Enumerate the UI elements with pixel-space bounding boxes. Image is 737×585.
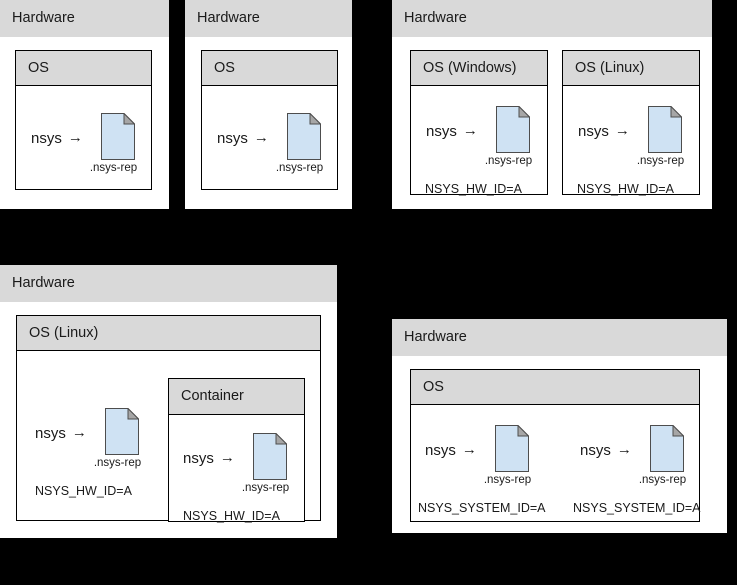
hardware-title: Hardware <box>392 319 727 356</box>
nsys-command-label: nsys <box>425 442 456 459</box>
env-var-label: NSYS_SYSTEM_ID=A <box>418 501 546 515</box>
file-extension-label: .nsys-rep <box>275 162 324 174</box>
os-box: OS nsys → .nsys-rep <box>201 49 338 190</box>
hardware-panel-5: Hardware OS nsys → .nsys-rep <box>392 319 727 533</box>
file-extension-label: .nsys-rep <box>483 474 532 486</box>
file-extension-label: .nsys-rep <box>89 162 138 174</box>
hardware-panel-3: Hardware OS (Windows) nsys → .n <box>392 0 712 209</box>
nsys-process: nsys → .nsys-rep <box>578 105 685 167</box>
file-extension-label: .nsys-rep <box>241 481 290 494</box>
nsys-process: nsys → .nsys-rep <box>217 112 324 174</box>
os-box: OS nsys → .nsys-rep NS <box>410 368 701 522</box>
file-extension-label: .nsys-rep <box>638 474 687 486</box>
report-file-group: .nsys-rep <box>636 105 685 167</box>
nsys-command-label: nsys <box>31 130 62 147</box>
arrow-right-icon: → <box>461 441 477 458</box>
arrow-right-icon: → <box>253 129 269 146</box>
document-file-icon <box>101 112 136 160</box>
env-var-label: NSYS_HW_ID=A <box>183 508 280 523</box>
document-file-icon <box>105 407 140 455</box>
arrow-right-icon: → <box>71 424 87 441</box>
env-var-label: NSYS_HW_ID=A <box>425 182 522 196</box>
nsys-process: nsys → .nsys-rep <box>580 424 687 486</box>
hardware-title: Hardware <box>0 265 337 302</box>
arrow-right-icon: → <box>616 441 632 458</box>
report-file-group: .nsys-rep <box>275 112 324 174</box>
os-title: OS (Windows) <box>411 50 547 86</box>
report-file-group: .nsys-rep <box>638 424 687 486</box>
nsys-command-label: nsys <box>578 123 609 140</box>
arrow-right-icon: → <box>614 122 630 139</box>
os-box: OS (Linux) nsys → .nsys-rep <box>562 49 700 196</box>
os-title: OS (Linux) <box>563 50 699 86</box>
nsys-process: nsys → .nsys-rep <box>31 112 138 174</box>
document-file-icon <box>496 105 531 153</box>
nsys-command-label: nsys <box>580 442 611 459</box>
file-extension-label: .nsys-rep <box>484 155 533 167</box>
nsys-process: nsys → .nsys-rep <box>426 105 533 167</box>
hardware-title: Hardware <box>0 0 169 37</box>
nsys-command-label: nsys <box>217 130 248 147</box>
document-file-icon <box>287 112 322 160</box>
env-var-label: NSYS_HW_ID=A <box>35 484 132 498</box>
os-title: OS <box>202 50 337 86</box>
document-file-icon <box>648 105 683 153</box>
nsys-command-label: nsys <box>426 123 457 140</box>
nsys-process: nsys → .nsys-rep <box>183 431 290 494</box>
file-extension-label: .nsys-rep <box>93 457 142 469</box>
hardware-panel-1: Hardware OS nsys → .nsys-rep <box>0 0 169 209</box>
file-extension-label: .nsys-rep <box>636 155 685 167</box>
env-var-label: NSYS_SYSTEM_ID=A <box>573 501 701 515</box>
report-file-group: .nsys-rep <box>93 407 142 469</box>
nsys-command-label: nsys <box>35 425 66 442</box>
nsys-command-label: nsys <box>183 449 214 467</box>
env-var-label: NSYS_HW_ID=A <box>577 182 674 196</box>
document-file-icon <box>253 431 288 480</box>
nsys-process: nsys → .nsys-rep <box>425 424 532 486</box>
arrow-right-icon: → <box>219 448 235 466</box>
os-box: OS (Windows) nsys → .nsys-rep <box>410 49 548 196</box>
arrow-right-icon: → <box>462 122 478 139</box>
arrow-right-icon: → <box>67 129 83 146</box>
report-file-group: .nsys-rep <box>484 105 533 167</box>
report-file-group: .nsys-rep <box>241 431 290 494</box>
hardware-title: Hardware <box>392 0 712 37</box>
hardware-title: Hardware <box>185 0 352 37</box>
document-file-icon <box>650 424 685 472</box>
hardware-panel-2: Hardware OS nsys → .nsys-rep <box>185 0 352 209</box>
document-file-icon <box>495 424 530 472</box>
report-file-group: .nsys-rep <box>89 112 138 174</box>
os-title: OS <box>411 369 699 405</box>
report-file-group: .nsys-rep <box>483 424 532 486</box>
hardware-panel-4: Hardware OS (Linux) nsys → .nsys-re <box>0 265 337 538</box>
container-title: Container <box>169 379 304 415</box>
nsys-process: nsys → .nsys-rep <box>35 407 142 469</box>
os-box: OS (Linux) nsys → .nsys-rep <box>16 314 321 523</box>
os-title: OS <box>16 50 151 86</box>
container-box: Container nsys → <box>168 378 305 523</box>
os-title: OS (Linux) <box>17 315 320 351</box>
os-box: OS nsys → .nsys-rep <box>15 49 152 190</box>
